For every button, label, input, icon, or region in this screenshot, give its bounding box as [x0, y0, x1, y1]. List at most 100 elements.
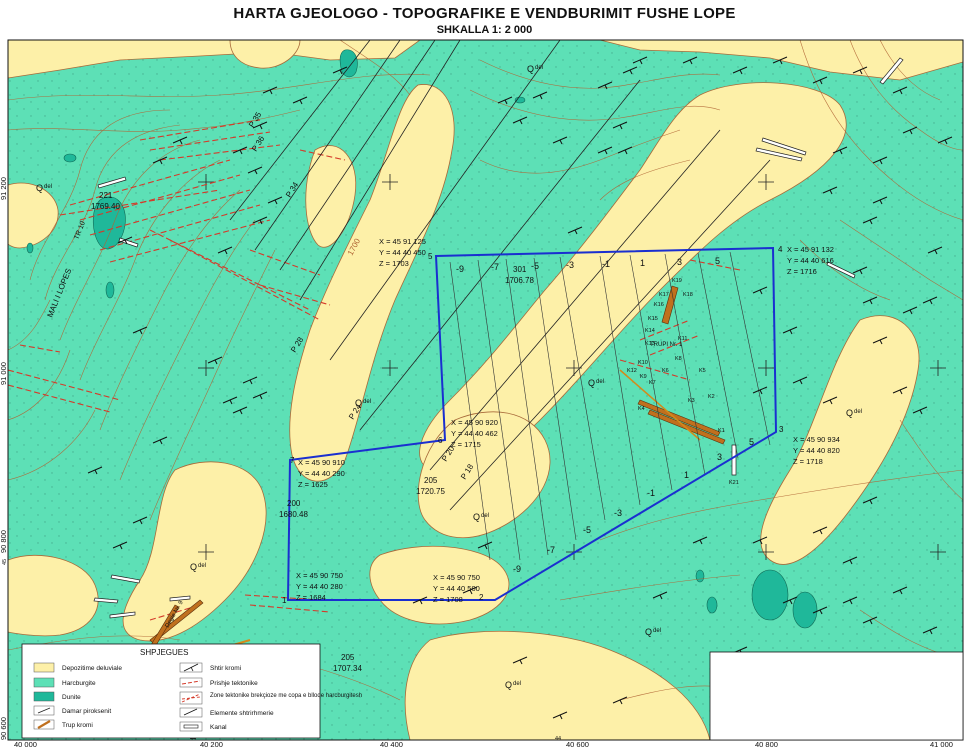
chrome-trend-line-2 [619, 369, 701, 441]
dip-symbol [622, 66, 638, 75]
left-axis-label: 90 600 [0, 717, 8, 740]
legend: SHPJEGUES Depozitime deluviale Harcburgi… [21, 643, 362, 739]
dip-symbol [937, 136, 953, 145]
dip-symbol [782, 596, 798, 605]
dip-symbol [892, 86, 908, 95]
grid-label: 3 [717, 452, 722, 462]
dip-symbol [862, 296, 878, 305]
dip-symbol [172, 136, 188, 145]
coord-z: Z = 1684 [296, 593, 326, 602]
dip-symbol [842, 596, 858, 605]
legend-chrome-mark [37, 720, 51, 729]
dip-symbol [552, 711, 568, 720]
dip-symbol [862, 496, 878, 505]
map-title: HARTA GJEOLOGO - TOPOGRAFIKE E VENDBURIM… [233, 5, 736, 22]
q-label-6: Q [190, 562, 197, 572]
dip-symbol [912, 406, 928, 415]
legend-label: Harcburgite [62, 680, 96, 687]
dip-symbol [552, 136, 568, 145]
coord-z: Z = 1625 [298, 480, 328, 489]
dip-symbol [242, 376, 258, 385]
body-label: K2 [708, 394, 715, 400]
dip-symbol [682, 56, 698, 65]
title-block [709, 651, 964, 741]
dip-symbol [822, 396, 838, 405]
dip-symbol [752, 286, 768, 295]
spot-height-value: 1720.75 [416, 487, 445, 496]
dip-symbol [597, 146, 613, 155]
q-sup-4: del [596, 379, 604, 385]
dip-symbol [812, 76, 828, 85]
coord-z: Z = 1708 [433, 595, 463, 604]
bottom-axis-label: 40 400 [380, 740, 403, 749]
dip-symbol [617, 146, 633, 155]
trupi-label: TRUPI Nr. 1 [650, 342, 683, 348]
dip-symbol [852, 66, 868, 75]
grid-label: 5 [749, 437, 754, 447]
dip-symbol [922, 626, 938, 635]
spot-height-value: 1769.40 [91, 202, 120, 211]
coord-x: X = 45 90 910 [298, 458, 345, 467]
dip-symbol [612, 696, 628, 705]
dip-symbol [872, 196, 888, 205]
dip-symbol [852, 266, 868, 275]
survey-grid [449, 251, 771, 561]
legend-dip-mark [183, 663, 199, 672]
dip-symbol [207, 356, 223, 365]
dip-symbol [892, 386, 908, 395]
dip-symbol [512, 656, 528, 665]
q-label-2: Q [527, 64, 534, 74]
legend-bedding-mark [183, 708, 198, 716]
fault-zones [8, 119, 741, 621]
spot-height-value: 1680.48 [279, 510, 308, 519]
coord-x: X = 45 90 934 [793, 435, 840, 444]
profile-lines [229, 40, 771, 511]
dip-symbol [262, 86, 278, 95]
dip-symbol [832, 146, 848, 155]
coord-y: Y = 44 40 280 [296, 582, 343, 591]
spot-height-number: 301 [513, 265, 527, 274]
coord-y: Y = 44 40 450 [379, 248, 426, 257]
dip-symbol [752, 386, 768, 395]
grid-label: -5 [583, 525, 591, 535]
body-label: K12 [627, 368, 637, 374]
legend-label: Damar piroksenit [62, 708, 111, 715]
vertex-number: 6 [438, 436, 443, 445]
coord-x: X = 45 91 132 [787, 245, 834, 254]
coord-y: Y = 44 40 500 [433, 584, 480, 593]
dip-symbol [412, 596, 428, 605]
dip-symbol [292, 96, 308, 105]
dip-symbol [267, 196, 283, 205]
q-label-5: Q [473, 512, 480, 522]
coord-y: Y = 44 40 290 [298, 469, 345, 478]
legend-swatch-fault-zone [179, 691, 203, 705]
dip-symbol [862, 216, 878, 225]
left-axis-label: 90 800 [0, 530, 8, 553]
coord-y: Y = 44 40 462 [451, 429, 498, 438]
legend-swatch-bedding [179, 707, 203, 718]
bottom-axis-label: 41 000 [930, 740, 953, 749]
bottom-axis-label: 40 000 [14, 740, 37, 749]
dip-symbol [902, 126, 918, 135]
trenches [93, 57, 904, 619]
dip-symbol [252, 121, 268, 130]
q-label-3: Q [355, 398, 362, 408]
dip-symbol [782, 326, 798, 335]
q-sup-8: del [653, 628, 661, 634]
grid-label: 1 [640, 258, 645, 268]
deluvial-deposits [8, 40, 963, 740]
body-label: K8 [675, 356, 682, 362]
dip-symbol [232, 406, 248, 415]
dip-symbol [112, 541, 128, 550]
dip-symbol [462, 586, 478, 595]
dip-symbol [332, 66, 348, 75]
legend-fault-zone-mark [181, 693, 201, 703]
grid-label: -7 [547, 545, 555, 555]
coord-x: X = 45 90 750 [433, 573, 480, 582]
dip-symbol [812, 606, 828, 615]
body-label: K6 [662, 368, 669, 374]
legend-label: Zone tektonike brekçioze me copa e blloq… [210, 693, 362, 699]
dip-symbol [692, 536, 708, 545]
legend-label: Prishje tektonike [210, 680, 258, 687]
dip-symbols [87, 56, 953, 720]
